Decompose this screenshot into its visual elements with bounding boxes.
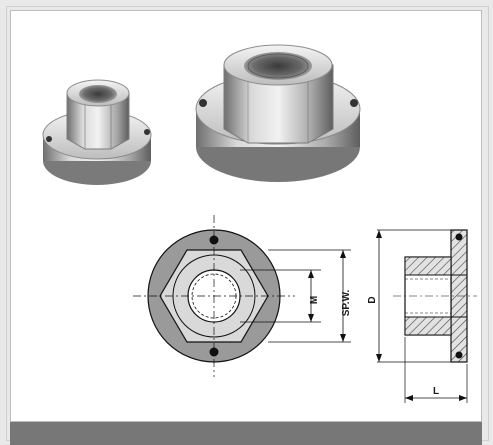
dimension-label-spw: SP.W.: [341, 290, 352, 317]
nut-front-view: [133, 215, 351, 377]
footer-bar: [10, 422, 482, 445]
flange-nut-large-photo: [195, 44, 361, 182]
product-image-card: M SP.W.: [10, 10, 482, 422]
nut-section-view: [376, 229, 477, 403]
flange-nut-small-photo: [42, 79, 152, 185]
product-illustration: M SP.W.: [42, 44, 477, 403]
dimension-label-d: D: [367, 296, 378, 303]
dimension-label-m: M: [309, 296, 320, 304]
dimension-label-l: L: [433, 386, 439, 397]
